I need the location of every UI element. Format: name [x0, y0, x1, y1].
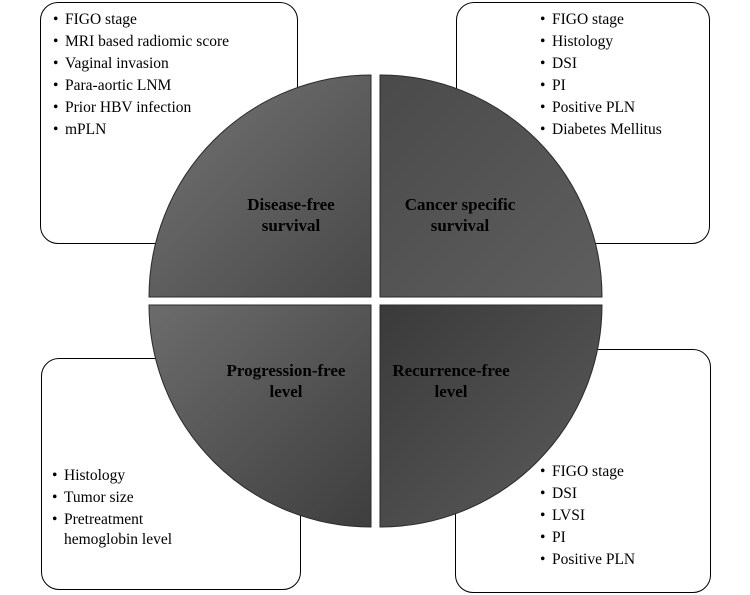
factor-item: Vaginal invasion: [53, 54, 293, 74]
factor-list-progression-free: Histology Tumor size Pretreatment hemogl…: [52, 466, 252, 552]
factor-item: LVSI: [540, 506, 705, 526]
quadrant-label-line: survival: [261, 216, 321, 235]
factor-item: Diabetes Mellitus: [540, 120, 705, 140]
factor-item: Pretreatment hemoglobin level: [52, 510, 204, 550]
factor-item: PI: [540, 76, 705, 96]
quadrant-label-line: Recurrence-free: [392, 361, 510, 380]
quadrant-label-line: level: [434, 382, 468, 401]
quadrant-label-line: Cancer specific: [404, 195, 516, 214]
factor-list-recurrence-free: FIGO stage DSI LVSI PI Positive PLN: [540, 462, 705, 572]
factor-item: Positive PLN: [540, 550, 705, 570]
factor-item: Histology: [52, 466, 252, 486]
quadrant-label-line: survival: [430, 216, 490, 235]
quadrant-recurrence-free: [379, 304, 603, 528]
factor-list-disease-free: FIGO stage MRI based radiomic score Vagi…: [53, 10, 293, 142]
factor-item: Histology: [540, 32, 705, 52]
quadrant-label-line: Disease-free: [247, 195, 335, 214]
quadrant-disease-free: [148, 74, 372, 298]
quadrant-cancer-specific: [379, 74, 603, 298]
quadrant-label-line: Progression-free: [226, 361, 346, 380]
quadrant-label-line: level: [269, 382, 303, 401]
factor-item: FIGO stage: [540, 10, 705, 30]
factor-item: Positive PLN: [540, 98, 705, 118]
factor-item: PI: [540, 528, 705, 548]
factor-item: FIGO stage: [53, 10, 293, 30]
quadrant-label-recurrence-free: Recurrence-free level: [376, 360, 526, 402]
factor-item: DSI: [540, 484, 705, 504]
factor-item: mPLN: [53, 120, 293, 140]
factor-item: FIGO stage: [540, 462, 705, 482]
quadrant-progression-free: [148, 304, 372, 528]
factor-item: DSI: [540, 54, 705, 74]
factor-list-cancer-specific: FIGO stage Histology DSI PI Positive PLN…: [540, 10, 705, 142]
factor-item: MRI based radiomic score: [53, 32, 235, 52]
factor-item: Tumor size: [52, 488, 252, 508]
quadrant-label-disease-free: Disease-free survival: [216, 194, 366, 236]
factor-item: Para-aortic LNM: [53, 76, 293, 96]
factor-item: Prior HBV infection: [53, 98, 293, 118]
quadrant-label-progression-free: Progression-free level: [211, 360, 361, 402]
quadrant-label-cancer-specific: Cancer specific survival: [385, 194, 535, 236]
